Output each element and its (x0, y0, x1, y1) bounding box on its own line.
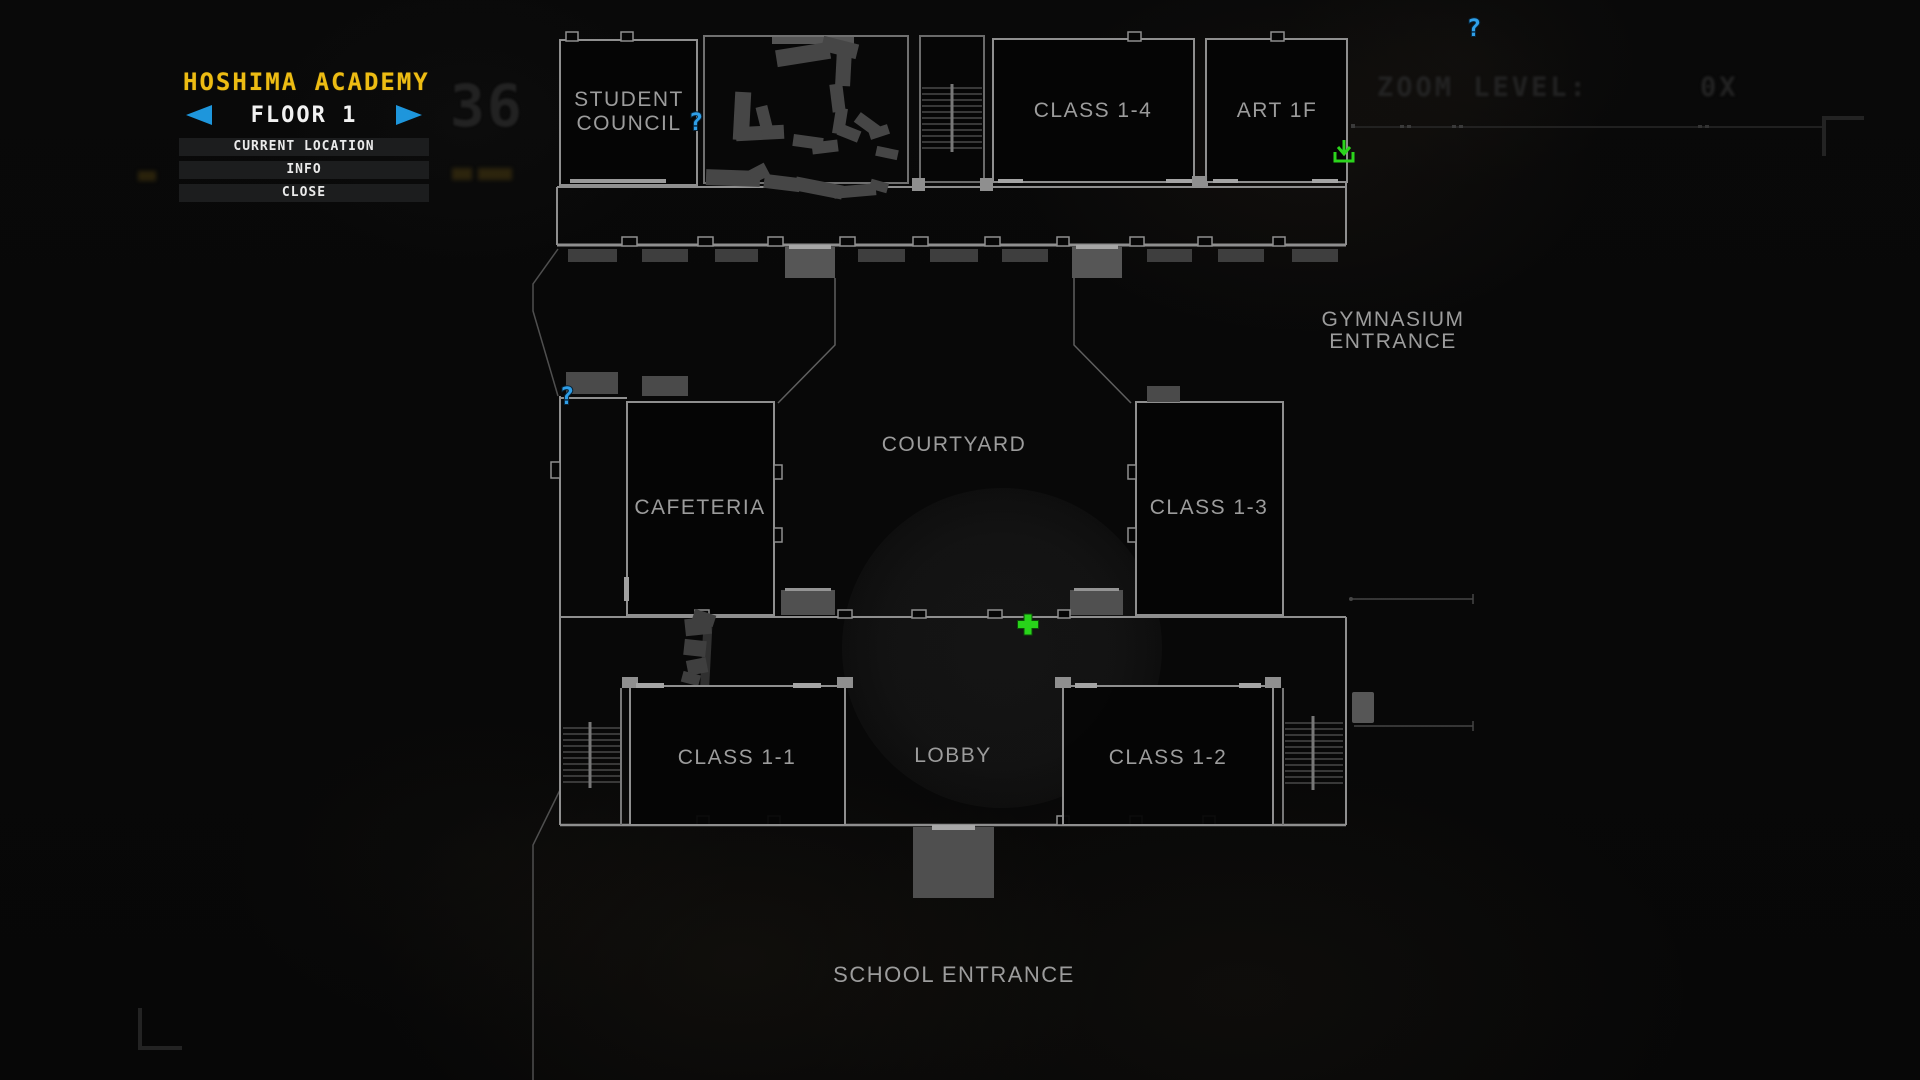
next-floor-arrow[interactable] (396, 105, 422, 125)
viewfinder-corner-bottom-left (138, 1008, 182, 1050)
label-art-1f: ART 1F (1237, 99, 1318, 122)
dimmed-hud-ruler (1351, 121, 1825, 133)
floor-selector: FLOOR 1 (179, 103, 429, 128)
stairs-southeast (1285, 716, 1343, 790)
room-class-1-2 (1055, 677, 1281, 826)
academy-title: HOSHIMA ACADEMY (183, 68, 430, 96)
room-class-1-3 (1127, 386, 1284, 616)
room-debris (703, 35, 909, 200)
label-class-1-2: CLASS 1-2 (1109, 746, 1228, 769)
courtyard-nw-wall (777, 278, 836, 404)
north-wing (556, 31, 1355, 278)
label-gym-entrance-2: ENTRANCE (1329, 330, 1457, 353)
label-courtyard: COURTYARD (882, 433, 1027, 456)
dimmed-hud-smudge (138, 171, 156, 181)
pickup-icon (1333, 140, 1355, 163)
east-exterior-lines (1349, 594, 1474, 731)
room-art-1f (1205, 31, 1348, 183)
dimmed-hud-smudge (478, 168, 512, 180)
dimmed-zoom-level-label: ZOOM LEVEL: (1377, 72, 1589, 103)
room-student-council (559, 31, 698, 186)
question-marker-student-council: ? (689, 108, 703, 136)
corridor-wall-teeth (621, 236, 1286, 247)
label-cafeteria: CAFETERIA (634, 496, 765, 519)
debris-shapes (705, 35, 899, 200)
floor-label: FLOOR 1 (250, 103, 358, 128)
menu-item-current-location[interactable]: CURRENT LOCATION (179, 138, 429, 156)
question-marker-top-right: ? (1467, 14, 1481, 42)
player-location-marker (1017, 613, 1039, 636)
map-outer-boundary (532, 248, 561, 1080)
label-student-council-1: STUDENT (574, 88, 684, 111)
corridor-doors (785, 245, 1122, 278)
label-class-1-1: CLASS 1-1 (678, 746, 797, 769)
viewfinder-corner-top-right (1822, 116, 1864, 156)
stairs-southwest (563, 722, 620, 788)
door-edge (1074, 588, 1119, 591)
menu-item-info[interactable]: INFO (179, 161, 429, 179)
dimmed-hud-smudge (452, 168, 472, 180)
dimmed-zoom-level-value: 0X (1700, 72, 1739, 103)
label-class-1-3: CLASS 1-3 (1150, 496, 1269, 519)
east-exterior-door (1352, 692, 1374, 723)
class13-hall-door (1070, 590, 1123, 615)
school-entrance-porch (913, 825, 994, 898)
south-wing (560, 617, 1374, 898)
stairs-north (912, 35, 993, 191)
room-class-1-1 (622, 677, 853, 826)
label-school-entrance: SCHOOL ENTRANCE (833, 962, 1075, 987)
corridor-windows (568, 249, 1338, 262)
map-menu: CURRENT LOCATION INFO CLOSE (179, 138, 429, 207)
room-cafeteria (624, 401, 783, 616)
door-edge (785, 588, 831, 591)
label-class-1-4: CLASS 1-4 (1034, 99, 1153, 122)
label-lobby: LOBBY (914, 744, 992, 767)
gym-path-line (1073, 278, 1132, 404)
question-marker-hallway: ? (560, 382, 574, 410)
hall-debris (680, 608, 717, 687)
menu-item-close[interactable]: CLOSE (179, 184, 429, 202)
cafeteria-hall-door (781, 590, 835, 615)
label-student-council-2: COUNCIL (576, 112, 681, 135)
label-gym-entrance-1: GYMNASIUM (1321, 308, 1464, 331)
previous-floor-arrow[interactable] (186, 105, 212, 125)
room-class-1-4 (992, 31, 1208, 188)
middle-band (550, 372, 1346, 825)
dimmed-timer-fragment: 36 (450, 72, 524, 140)
